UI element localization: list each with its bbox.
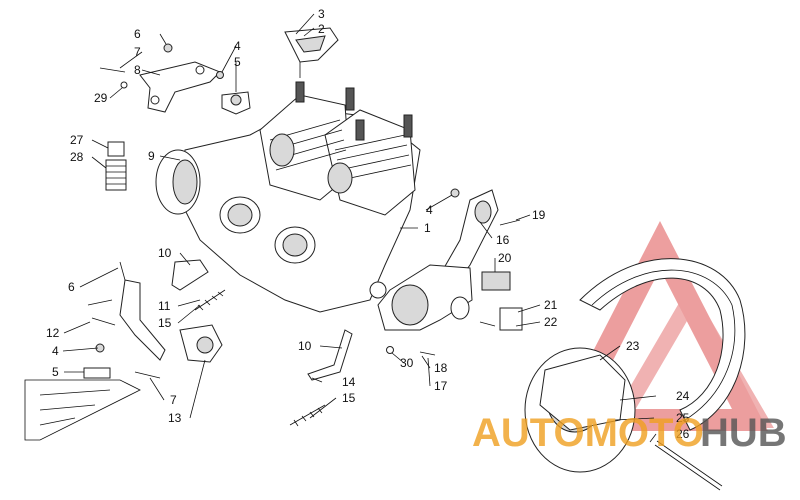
- rubber-pad-5b: [83, 367, 111, 379]
- callout-23: 23: [626, 339, 640, 353]
- callout-29: 29: [94, 91, 108, 105]
- lifting-handle: [284, 27, 339, 78]
- callout-10a: 10: [158, 246, 172, 260]
- intake-flange-left-inner: [227, 203, 253, 227]
- callout-27: 27: [70, 133, 84, 147]
- clutch-bolt-26: [654, 444, 721, 491]
- callout-25: 25: [676, 411, 690, 425]
- callout-30: 30: [400, 356, 414, 370]
- callout-5a: 5: [234, 55, 241, 69]
- spring-stack: [105, 141, 127, 191]
- drive-plate: [377, 264, 473, 331]
- nut-4b: [450, 188, 460, 198]
- washer-30: [386, 346, 394, 354]
- bolt-16: [479, 321, 496, 327]
- bolt-left-mid: [87, 299, 113, 306]
- callout-16: 16: [496, 233, 510, 247]
- clutch-bolt-26b: [656, 440, 723, 487]
- callout-10b: 10: [298, 339, 312, 353]
- leader-lines: [62, 13, 657, 443]
- exhaust-port-right: [327, 162, 353, 194]
- exhaust-port-left: [269, 133, 295, 167]
- output-shaft: [369, 281, 387, 299]
- intake-flange-right-inner: [282, 233, 308, 257]
- nut-4a: [216, 71, 224, 79]
- callout-3: 3: [318, 7, 325, 21]
- bolt-7b: [134, 371, 161, 379]
- callout-1: 1: [424, 221, 431, 235]
- callout-7a: 7: [134, 45, 141, 59]
- nut-6a: [163, 43, 173, 53]
- callout-2: 2: [318, 22, 325, 36]
- callout-22: 22: [544, 315, 558, 329]
- spring-15b: [289, 404, 326, 427]
- bolt-7a: [99, 67, 126, 73]
- frame-rail: [24, 379, 141, 441]
- watermark-triangle-large: [551, 220, 769, 431]
- washer-29: [120, 81, 128, 89]
- callout-28: 28: [70, 150, 84, 164]
- bolt-19: [499, 219, 521, 226]
- hose-10a: [171, 259, 209, 291]
- callout-24: 24: [676, 389, 690, 403]
- callout-13: 13: [168, 411, 182, 425]
- callout-11: 11: [158, 299, 171, 313]
- callout-19: 19: [532, 208, 546, 222]
- mount-block-20: [481, 271, 511, 291]
- bolt-12: [91, 317, 116, 326]
- front-mount-bracket: [139, 61, 221, 113]
- callout-6b: 6: [68, 280, 75, 294]
- watermark-text: AUTOMOTO HUB: [472, 411, 787, 455]
- callout-20: 20: [498, 251, 512, 265]
- hose-10b: [307, 329, 353, 381]
- callout-26: 26: [676, 427, 690, 441]
- magneto-cover-inner: [172, 159, 198, 205]
- watermark-text-right: HUB: [700, 411, 787, 455]
- callout-9: 9: [148, 149, 155, 163]
- callout-21: 21: [544, 298, 558, 312]
- callout-4c: 4: [52, 344, 59, 358]
- callout-4a: 4: [234, 39, 241, 53]
- callout-17: 17: [434, 379, 448, 393]
- spring-15a: [194, 289, 226, 311]
- drive-clutch: [524, 347, 636, 473]
- watermark-text-left: AUTOMOTO: [472, 411, 704, 455]
- bolt-6b: [119, 261, 126, 281]
- spark-plugs: [295, 81, 413, 141]
- rubber-mount-top: [221, 91, 251, 115]
- callout-8: 8: [134, 63, 141, 77]
- engine-assembly: [155, 81, 421, 313]
- callout-14: 14: [342, 375, 356, 389]
- callout-6a: 6: [134, 27, 141, 41]
- callout-15b: 15: [342, 391, 356, 405]
- callout-18: 18: [434, 361, 448, 375]
- bracket-21: [499, 307, 523, 331]
- callout-12: 12: [46, 326, 60, 340]
- bolt-18: [419, 351, 436, 356]
- left-rear-bracket: [119, 279, 223, 363]
- callout-4b: 4: [426, 203, 433, 217]
- callout-7b: 7: [170, 393, 177, 407]
- drive-belt: [579, 258, 746, 431]
- callout-5b: 5: [52, 365, 59, 379]
- callout-15a: 15: [158, 316, 172, 330]
